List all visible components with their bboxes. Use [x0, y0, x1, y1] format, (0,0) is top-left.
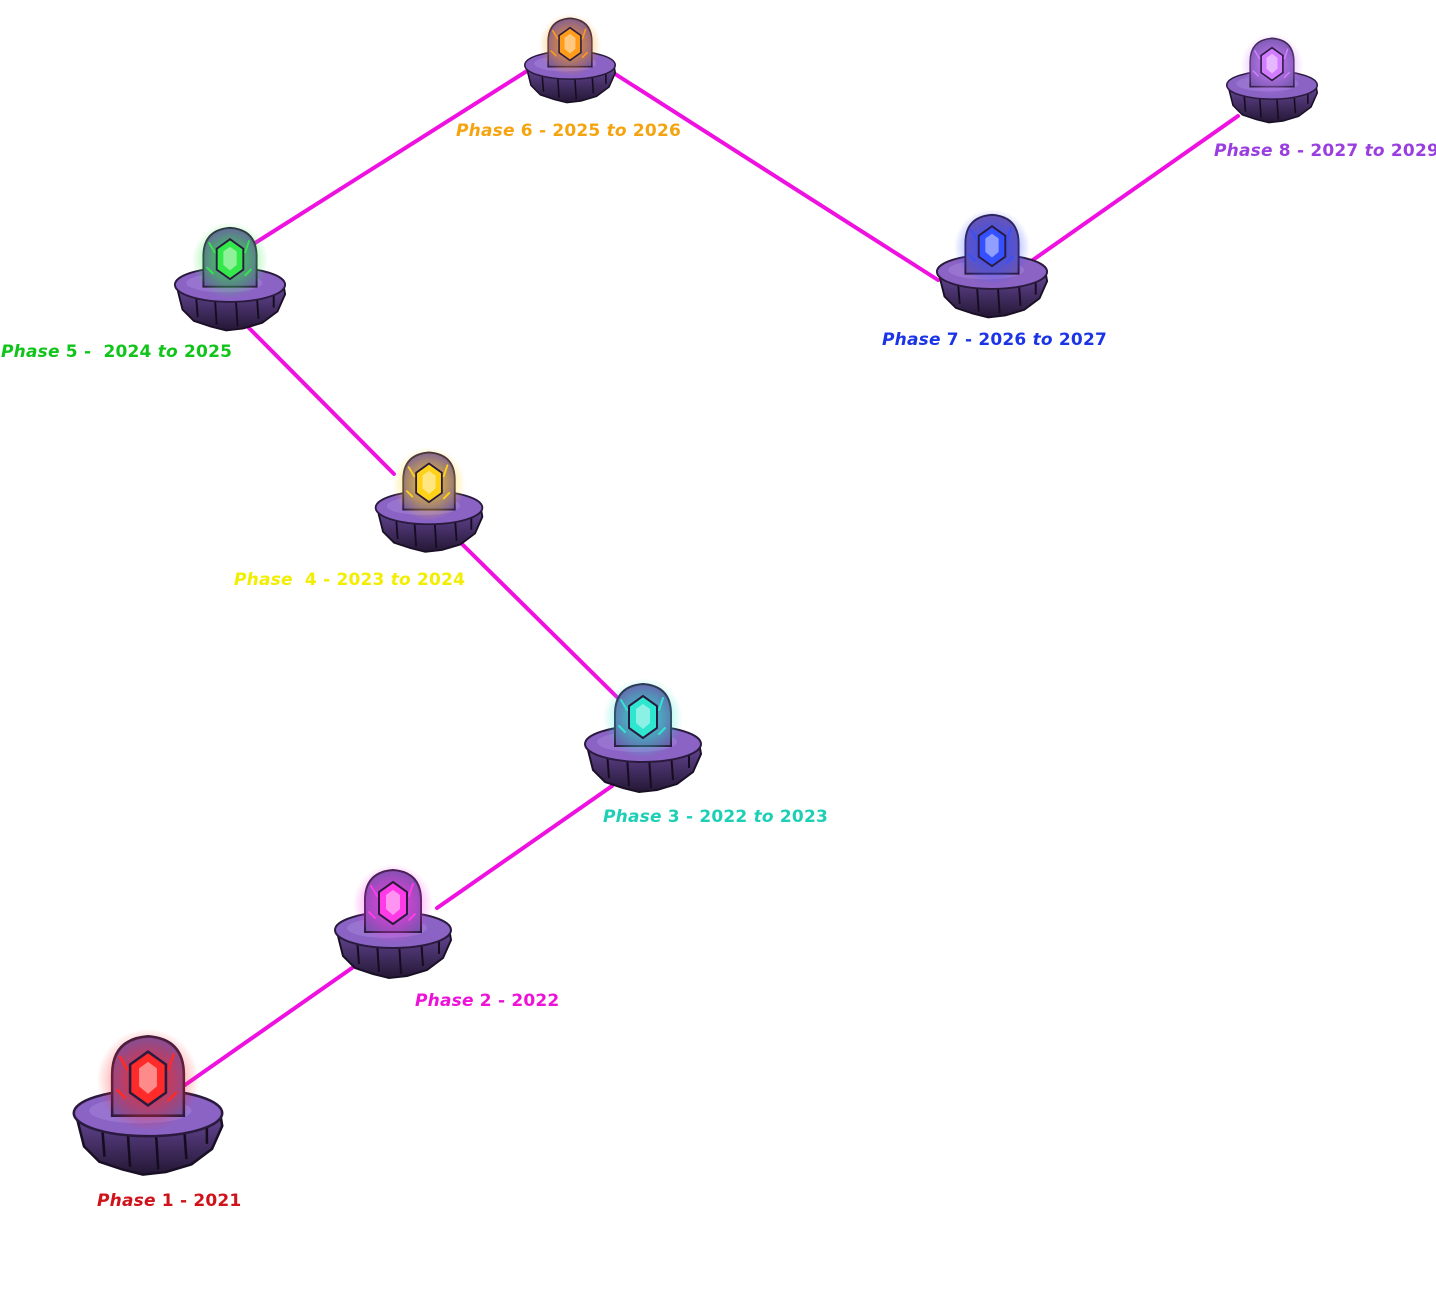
- connector-path: [183, 69, 1240, 1087]
- connector-segment-7: [1028, 114, 1240, 264]
- connector-segment-5: [253, 69, 529, 245]
- phase-7-label: Phase 7 - 2026 to 2027: [882, 330, 1108, 350]
- violet-portal-island-icon: [1225, 33, 1319, 124]
- phase-6-label: Phase 6 - 2025 to 2026: [456, 121, 682, 141]
- red-portal-island-icon: [72, 1028, 224, 1176]
- connector-segment-6: [610, 70, 940, 282]
- phase-nodes: [72, 13, 1319, 1176]
- connector-segment-2: [435, 784, 614, 910]
- blue-portal-island-icon: [935, 209, 1049, 319]
- connector-segment-1: [183, 966, 354, 1087]
- phase-4-label: Phase 4 - 2023 to 2024: [234, 570, 466, 590]
- phase-2-label: Phase 2 - 2022: [415, 991, 560, 1011]
- green-portal-island-icon: [173, 222, 287, 332]
- phase-1-label: Phase 1 - 2021: [97, 1191, 242, 1211]
- phase-3-label: Phase 3 - 2022 to 2023: [603, 807, 829, 827]
- teal-portal-island-icon: [584, 678, 703, 794]
- connector-segment-4: [247, 326, 396, 476]
- magenta-portal-island-icon: [334, 864, 453, 980]
- phase-8-label: Phase 8 - 2027 to 2029: [1214, 141, 1436, 161]
- phase-5-label: Phase 5 - 2024 to 2025: [1, 342, 233, 362]
- orange-portal-island-icon: [523, 13, 617, 104]
- connector-segment-3: [461, 543, 628, 708]
- yellow-portal-island-icon: [374, 446, 484, 553]
